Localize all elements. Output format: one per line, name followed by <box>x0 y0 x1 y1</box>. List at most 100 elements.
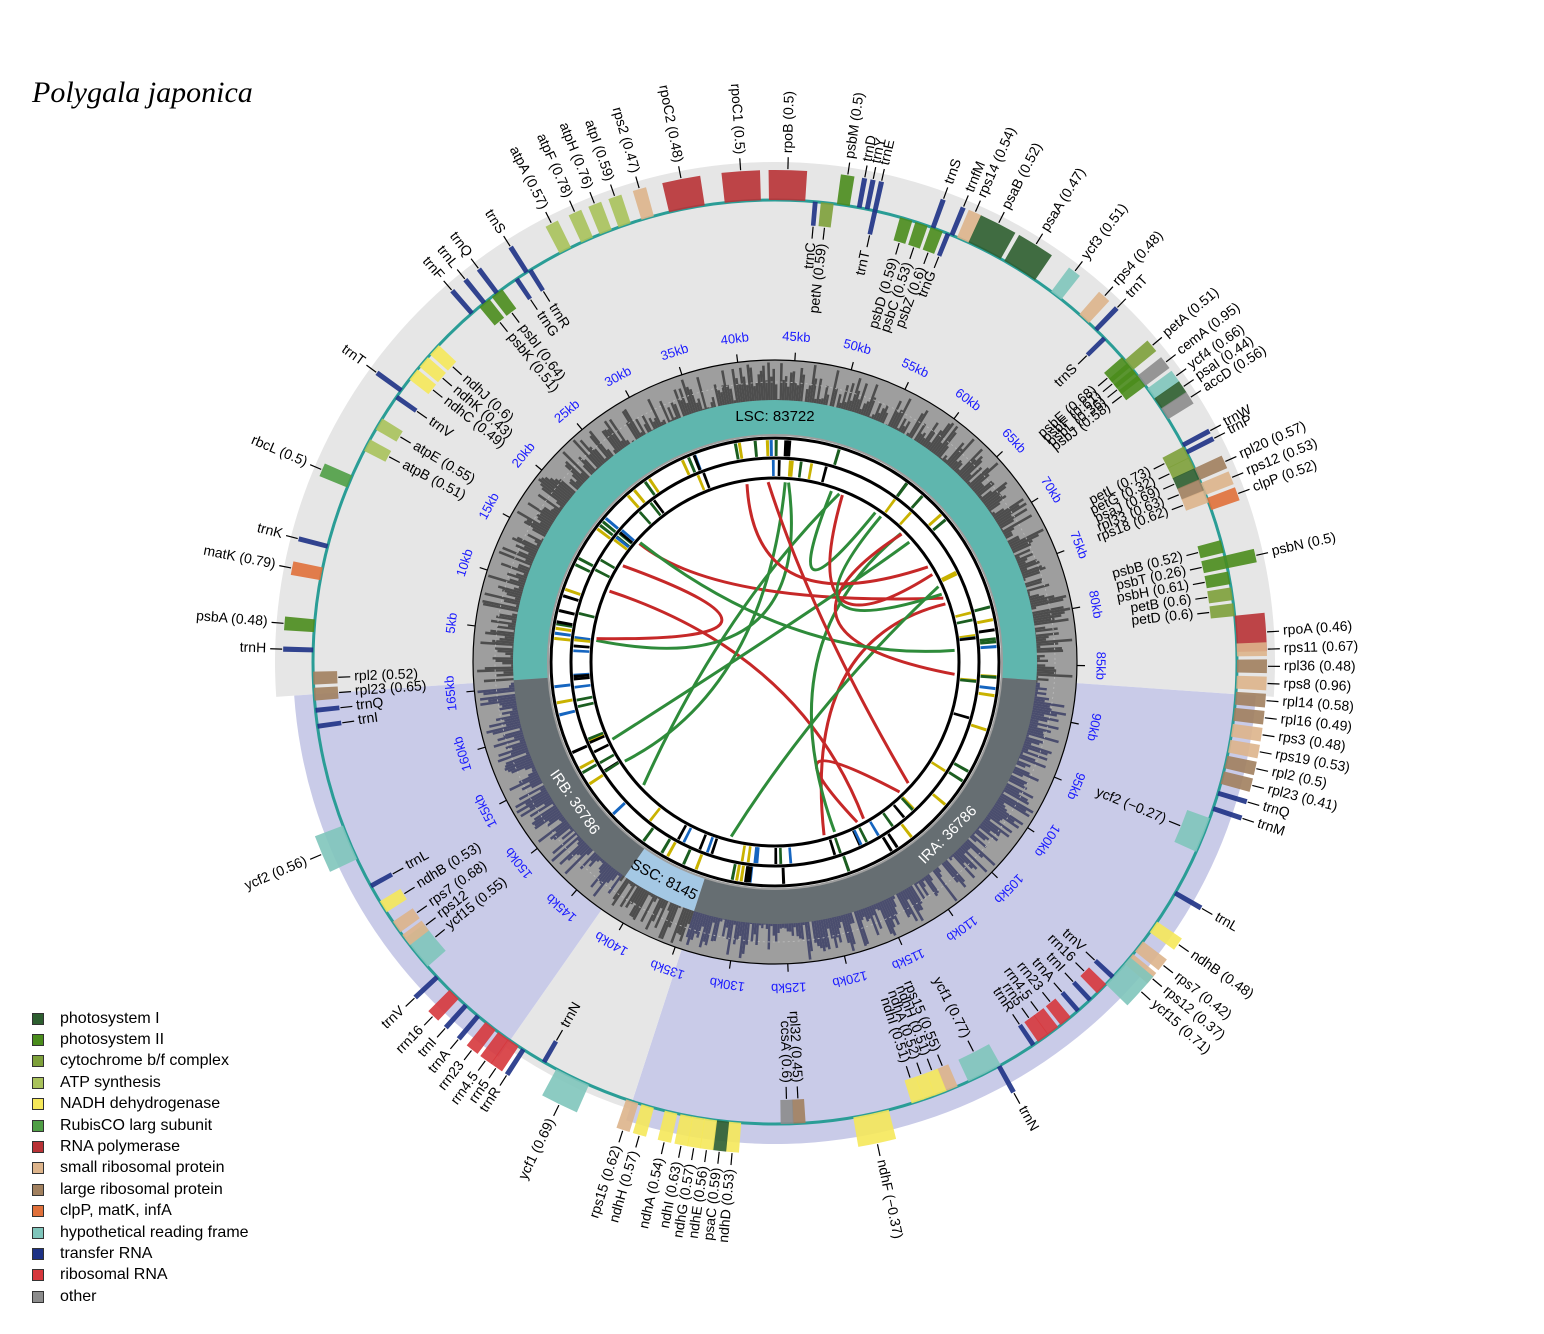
gc-bar <box>779 363 783 403</box>
gc-bar <box>673 389 687 419</box>
leader-line <box>1077 355 1088 365</box>
gc-bar <box>1027 722 1038 728</box>
gc-bar <box>916 432 927 446</box>
gc-bar <box>1008 533 1040 551</box>
legend-item: NADH dehydrogenase <box>32 1094 249 1115</box>
repeat-mark <box>599 753 615 765</box>
repeat-mark <box>573 676 590 681</box>
gc-bar <box>955 448 984 477</box>
kb-tick <box>996 451 1003 458</box>
gc-bar <box>741 920 748 955</box>
gc-bar <box>906 412 924 440</box>
gc-bar <box>781 379 785 403</box>
gc-bar <box>555 820 571 833</box>
gene-block <box>1072 980 1092 1002</box>
gc-bar <box>981 485 1007 506</box>
gc-bar <box>679 399 689 418</box>
leader-line <box>1053 982 1063 993</box>
repeat-mark <box>980 645 997 650</box>
leader-line <box>339 691 352 694</box>
gc-bar <box>525 790 550 806</box>
leader-line <box>285 534 298 540</box>
leader-line <box>1189 566 1202 571</box>
gc-bar <box>695 402 702 414</box>
gene-label: trnC <box>800 242 818 270</box>
gc-bar <box>562 451 592 480</box>
gc-bar <box>1016 755 1047 769</box>
gc-bar <box>1031 610 1065 620</box>
repeat-mark <box>730 863 737 881</box>
gc-bar <box>1029 711 1045 717</box>
gc-bar <box>732 919 739 945</box>
gc-bar <box>1020 570 1041 580</box>
gc-bar <box>549 477 575 499</box>
gc-bar <box>985 812 1013 834</box>
kb-label: 130kb <box>709 975 746 995</box>
gc-bar <box>492 724 524 735</box>
gene-block <box>1200 471 1234 495</box>
leader-line <box>1190 390 1202 398</box>
gene-block <box>1207 587 1233 604</box>
leader-line <box>895 242 900 255</box>
legend-label: large ribosomal protein <box>60 1180 223 1198</box>
gc-bar <box>489 718 522 728</box>
gene-block <box>1217 790 1248 805</box>
gc-bar <box>711 396 717 410</box>
gc-bar <box>786 386 790 403</box>
gc-bar <box>532 527 548 538</box>
legend-swatch <box>32 1055 44 1068</box>
leader-line <box>1267 630 1280 633</box>
gc-bar <box>1022 577 1043 586</box>
gc-bar <box>912 423 927 443</box>
gc-bar <box>1031 617 1055 624</box>
gene-block <box>1220 771 1254 792</box>
gc-bar <box>499 637 516 642</box>
gc-bar <box>539 512 556 525</box>
gc-bar <box>982 492 1001 508</box>
repeat-mark <box>828 839 837 856</box>
gc-bar <box>978 490 993 502</box>
gc-bar <box>598 859 608 871</box>
repeat-mark <box>869 821 880 837</box>
gc-bar <box>589 446 607 466</box>
gene-block <box>1177 479 1205 501</box>
leader-line <box>499 322 509 333</box>
gene-block <box>395 395 418 413</box>
gc-bar <box>485 631 517 638</box>
gc-bar <box>901 420 911 436</box>
leader-line <box>530 299 538 310</box>
gene-block <box>1161 391 1194 420</box>
leader-line <box>872 167 877 180</box>
gc-bar <box>759 370 764 403</box>
gene-label: trnS <box>482 206 509 236</box>
leader-line <box>425 917 436 926</box>
gc-bar <box>738 919 744 937</box>
gc-bar <box>648 417 657 432</box>
gc-bar <box>612 876 630 900</box>
gene-block <box>674 1114 694 1147</box>
gene-label: trnY <box>867 136 888 165</box>
gc-bar <box>625 421 640 442</box>
kb-tick <box>477 746 486 751</box>
gc-bar <box>922 874 939 897</box>
repeat-chord <box>809 490 877 572</box>
gene-label: rpoC1 (0.5) <box>728 83 749 155</box>
gc-bar <box>872 402 882 422</box>
gc-bar <box>1033 632 1059 638</box>
leader-line <box>1168 820 1181 827</box>
repeat-mark <box>821 466 828 483</box>
leader-line <box>545 211 552 224</box>
legend-label: ATP synthesis <box>60 1073 161 1091</box>
leader-line <box>1013 1092 1021 1104</box>
gc-bar <box>726 384 733 406</box>
region-arc <box>513 400 1037 681</box>
leader-line <box>456 269 466 280</box>
inner-disc <box>549 436 1001 888</box>
gene-block <box>856 177 868 209</box>
gc-bar <box>511 536 541 553</box>
legend-swatch <box>32 1247 44 1260</box>
repeat-chord <box>766 481 910 784</box>
leader-line <box>704 1150 707 1163</box>
gc-bar <box>509 773 542 792</box>
gc-bar <box>957 458 977 479</box>
